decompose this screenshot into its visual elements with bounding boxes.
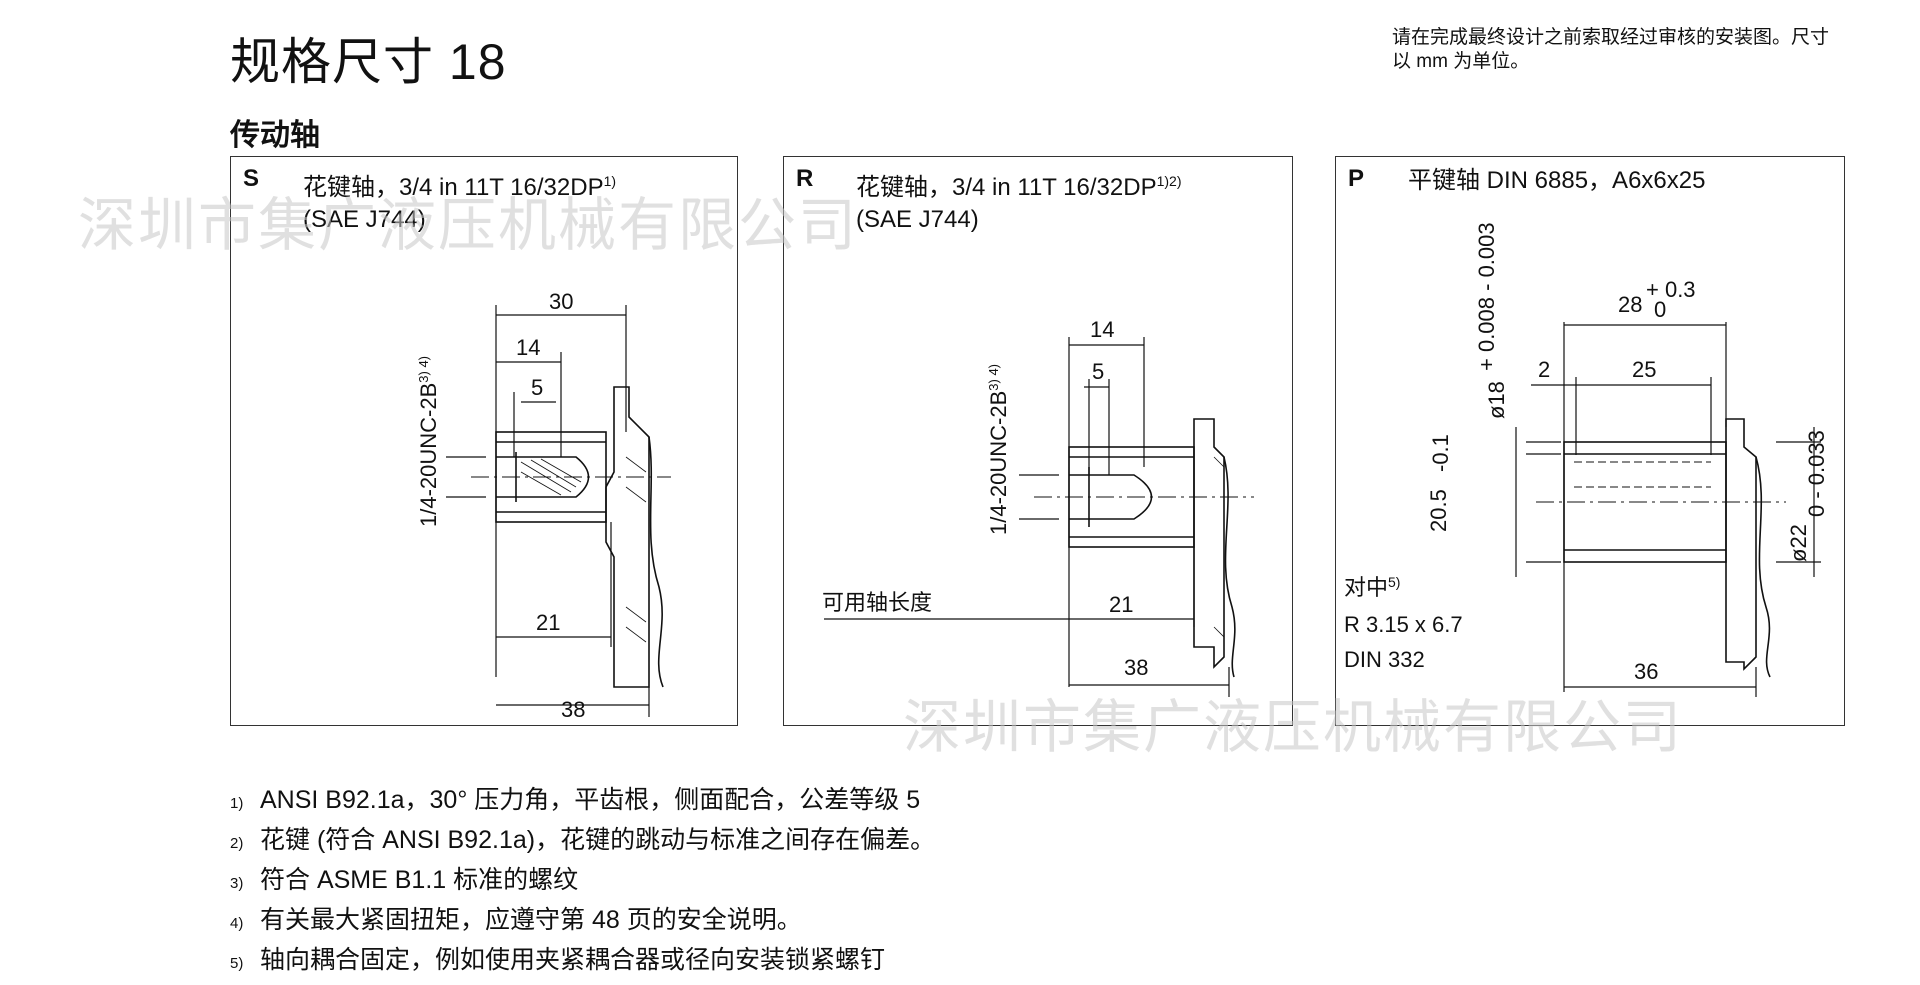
desc-line-1: 花键轴，3/4 in 11T 16/32DP <box>856 174 1157 201</box>
dim-18-tol: + 0.008 - 0.003 <box>1474 222 1499 371</box>
footnote-item: 3)符合 ASME B1.1 标准的螺纹 <box>230 866 579 894</box>
desc-line-1: 花键轴，3/4 in 11T 16/32DP <box>303 174 604 201</box>
panel-code: R <box>796 165 814 192</box>
header-note: 请在完成最终设计之前索取经过审核的安装图。尺寸以 mm 为单位。 <box>1392 27 1830 72</box>
panel-r: R 花键轴，3/4 in 11T 16/32DP1)2) (SAE J744) <box>783 156 1293 726</box>
desc-footnote-ref: 1)2) <box>1156 173 1182 189</box>
centering-label: 对中5) <box>1344 574 1400 600</box>
footnote-item: 5)轴向耦合固定，例如使用夹紧耦合器或径向安装锁紧螺钉 <box>230 946 886 974</box>
dim-38: 38 <box>1124 655 1148 680</box>
footnotes: 1)ANSI B92.1a，30° 压力角，平齿根，侧面配合，公差等级 5 2)… <box>230 782 935 982</box>
dim-36: 36 <box>1634 659 1658 684</box>
dim-28-tol-low: 0 <box>1654 297 1666 322</box>
usable-length-label: 可用轴长度 <box>822 590 932 615</box>
dim-28: 28 <box>1618 292 1642 317</box>
dim-14: 14 <box>1090 317 1114 342</box>
panel-code: S <box>243 165 260 192</box>
footnote-item: 1)ANSI B92.1a，30° 压力角，平齿根，侧面配合，公差等级 5 <box>230 786 921 814</box>
shaft-drawing-p: 28 + 0.3 0 2 25 36 ø18 + 0.008 - 0.003 2… <box>1344 222 1829 697</box>
section-title: 传动轴 <box>230 119 320 152</box>
panel-description: 花键轴，3/4 in 11T 16/32DP1)2) (SAE J744) <box>856 165 1182 236</box>
dim-5: 5 <box>531 375 543 400</box>
centering-radius: R 3.15 x 6.7 <box>1344 612 1463 637</box>
panel-description: 平键轴 DIN 6885，A6x6x25 <box>1408 165 1705 197</box>
footnote-item: 4)有关最大紧固扭矩，应遵守第 48 页的安全说明。 <box>230 906 802 934</box>
dim-14: 14 <box>516 335 540 360</box>
footnote-item: 2)花键 (符合 ANSI B92.1a)，花键的跳动与标准之间存在偏差。 <box>230 826 936 854</box>
dim-20-5-tol: -0.1 <box>1428 434 1453 472</box>
page-title: 规格尺寸 18 <box>230 34 507 90</box>
dim-5: 5 <box>1092 359 1104 384</box>
dim-20-5: 20.5 <box>1426 489 1451 532</box>
dim-28-tol-up: + 0.3 <box>1646 277 1696 302</box>
desc-footnote-ref: 1) <box>603 173 617 189</box>
dim-21: 21 <box>1109 592 1133 617</box>
desc-line-2: (SAE J744) <box>303 206 426 233</box>
dim-21: 21 <box>536 610 560 635</box>
panel-p: P 平键轴 DIN 6885，A6x6x25 <box>1335 156 1845 726</box>
shaft-drawing-s: 30 14 5 21 38 1/4-20UNC-2B3) 4) <box>416 289 671 722</box>
dim-22-tol: 0 - 0.033 <box>1804 430 1829 517</box>
desc-line-1: 平键轴 DIN 6885，A6x6x25 <box>1408 167 1706 194</box>
panel-s: S 花键轴，3/4 in 11T 16/32DP1) (SAE J744) <box>230 156 738 726</box>
thread-label: 1/4-20UNC-2B3) 4) <box>986 364 1011 535</box>
dim-25: 25 <box>1632 357 1656 382</box>
dim-18: ø18 <box>1484 381 1509 419</box>
desc-line-2: (SAE J744) <box>856 206 979 233</box>
dim-22: ø22 <box>1786 524 1811 562</box>
panel-description: 花键轴，3/4 in 11T 16/32DP1) (SAE J744) <box>303 165 616 236</box>
panel-code: P <box>1348 165 1365 192</box>
thread-label: 1/4-20UNC-2B3) 4) <box>416 356 441 527</box>
dim-38: 38 <box>561 697 585 722</box>
dim-30: 30 <box>549 289 573 314</box>
dim-2: 2 <box>1538 357 1550 382</box>
centering-standard: DIN 332 <box>1344 647 1425 672</box>
shaft-drawing-r: 14 5 21 38 可用轴长度 1/4-20UNC-2B3) 4) <box>822 317 1254 697</box>
